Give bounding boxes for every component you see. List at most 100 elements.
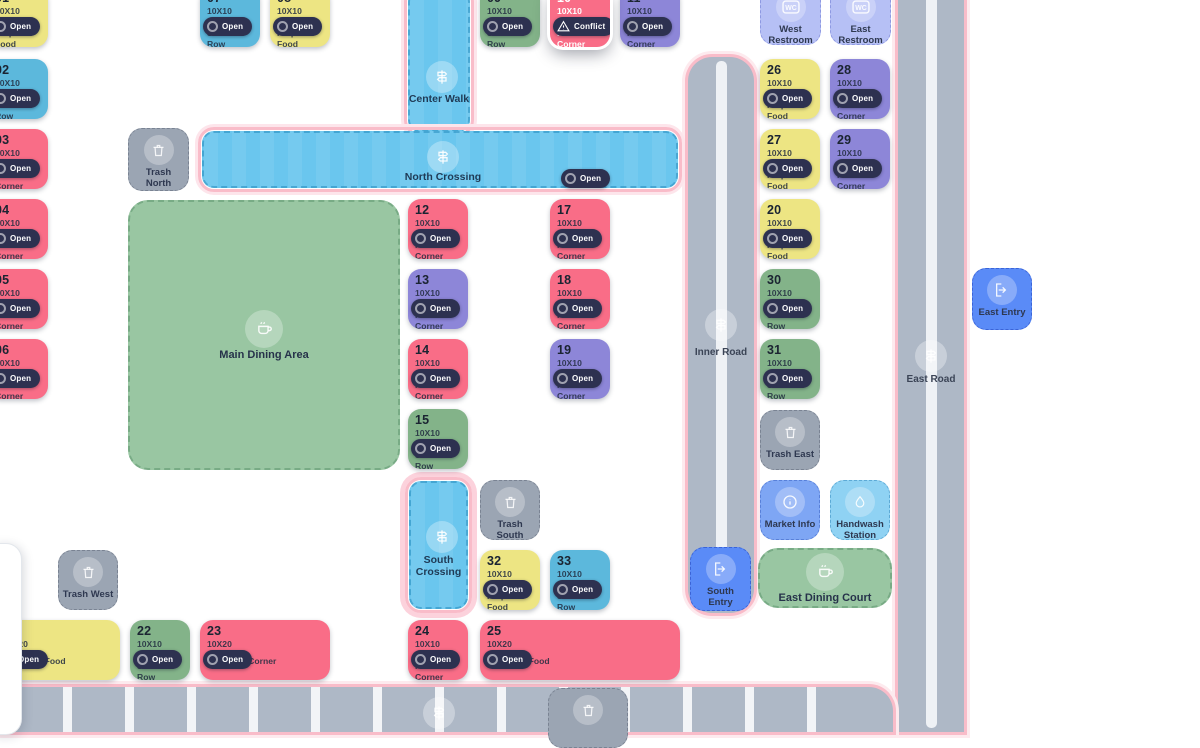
booth-status-toggle[interactable]: Open	[763, 229, 813, 248]
area-east-dining-court[interactable]: East Dining Court	[758, 548, 892, 608]
facility-trash-north[interactable]: Trash North	[128, 128, 189, 191]
booth-status-toggle[interactable]: Open	[0, 89, 41, 108]
toggle-knob	[415, 233, 426, 244]
booth-status-toggle[interactable]: Open	[0, 229, 41, 248]
booth-status-toggle[interactable]: Open	[411, 439, 461, 458]
booth-status-toggle[interactable]: Open	[483, 17, 533, 36]
booth-status-toggle[interactable]: Open	[203, 650, 253, 669]
booth-status-toggle[interactable]: Open	[763, 369, 813, 388]
facility-trash-road[interactable]	[548, 688, 628, 748]
booth-status-toggle[interactable]: Open	[623, 17, 673, 36]
booth-status-toggle[interactable]: Open	[0, 159, 41, 178]
booth-status-toggle[interactable]: Open	[411, 299, 461, 318]
path-center-walk[interactable]: Center Walk	[404, 0, 474, 136]
booth-status-toggle[interactable]: Open	[273, 17, 323, 36]
booth-size: 10X10	[767, 148, 792, 158]
path-south-crossing[interactable]: South Crossing	[405, 477, 472, 613]
booth-status-toggle[interactable]: Open	[483, 650, 533, 669]
toggle-label: Open	[430, 444, 452, 453]
booth-status-toggle[interactable]: Open	[133, 650, 183, 669]
facility-market-info[interactable]: Market Info	[760, 480, 820, 540]
cup-icon	[245, 309, 283, 348]
facility-label: East Entry	[978, 307, 1026, 318]
open-toggle[interactable]: Open	[561, 169, 611, 188]
booth-status-toggle[interactable]: Open	[0, 299, 41, 318]
toggle-label: Open	[782, 94, 804, 103]
facility-trash-south[interactable]: Trash South	[480, 480, 540, 540]
booth-number: 31	[767, 343, 782, 357]
booth-status-toggle[interactable]: Open	[411, 229, 461, 248]
facility-handwash-station[interactable]: Handwash Station	[830, 480, 890, 540]
toggle-knob	[137, 654, 148, 665]
booth-status-toggle[interactable]: Open	[763, 159, 813, 178]
booth-status-toggle[interactable]: Open	[833, 159, 883, 178]
facility-trash-east[interactable]: Trash East	[760, 410, 820, 470]
facility-label: West Restroom	[768, 24, 813, 45]
booth-status-toggle[interactable]: Open	[203, 17, 253, 36]
booth-status-toggle[interactable]: Conflict	[553, 17, 610, 36]
facility-trash-west[interactable]: Trash West	[58, 550, 118, 610]
road-bottom-road[interactable]	[0, 687, 893, 732]
trash-icon	[143, 135, 174, 165]
booth-status-toggle[interactable]: Open	[0, 369, 41, 388]
booth-status-toggle[interactable]: Open	[411, 369, 461, 388]
booth-status-toggle[interactable]: Open	[763, 89, 813, 108]
booth-status-toggle[interactable]: Open	[763, 299, 813, 318]
booth-size: 10X10	[415, 218, 440, 228]
booth-status-toggle[interactable]: Open	[0, 17, 41, 36]
booth-size: 10X10	[837, 78, 862, 88]
booth-status-toggle[interactable]: Open	[553, 299, 603, 318]
path-label: North Crossing	[404, 171, 482, 183]
facility-south-entry[interactable]: South Entry	[690, 547, 751, 611]
area-label: East Dining Court	[778, 591, 872, 604]
area-main-dining-area[interactable]: Main Dining Area	[128, 200, 400, 470]
toggle-label: Open	[222, 655, 244, 664]
booth-status-toggle[interactable]: Open	[833, 89, 883, 108]
toggle-knob	[0, 373, 6, 384]
path-north-crossing[interactable]: North Crossing Open	[198, 127, 682, 192]
booth-size: 10X10	[487, 569, 512, 579]
road-inner-road[interactable]: Inner Road	[688, 57, 754, 613]
booth-status-toggle[interactable]: Open	[553, 580, 603, 599]
booth-status-toggle[interactable]: Open	[553, 229, 603, 248]
booth-status-toggle[interactable]: Open	[411, 650, 461, 669]
road-stripe	[125, 687, 134, 732]
booth-status-toggle[interactable]: Open	[483, 580, 533, 599]
booth-status-toggle[interactable]: Open	[553, 369, 603, 388]
road-east-road[interactable]: East Road	[898, 0, 964, 732]
facility-east-entry[interactable]: East Entry	[972, 268, 1032, 330]
